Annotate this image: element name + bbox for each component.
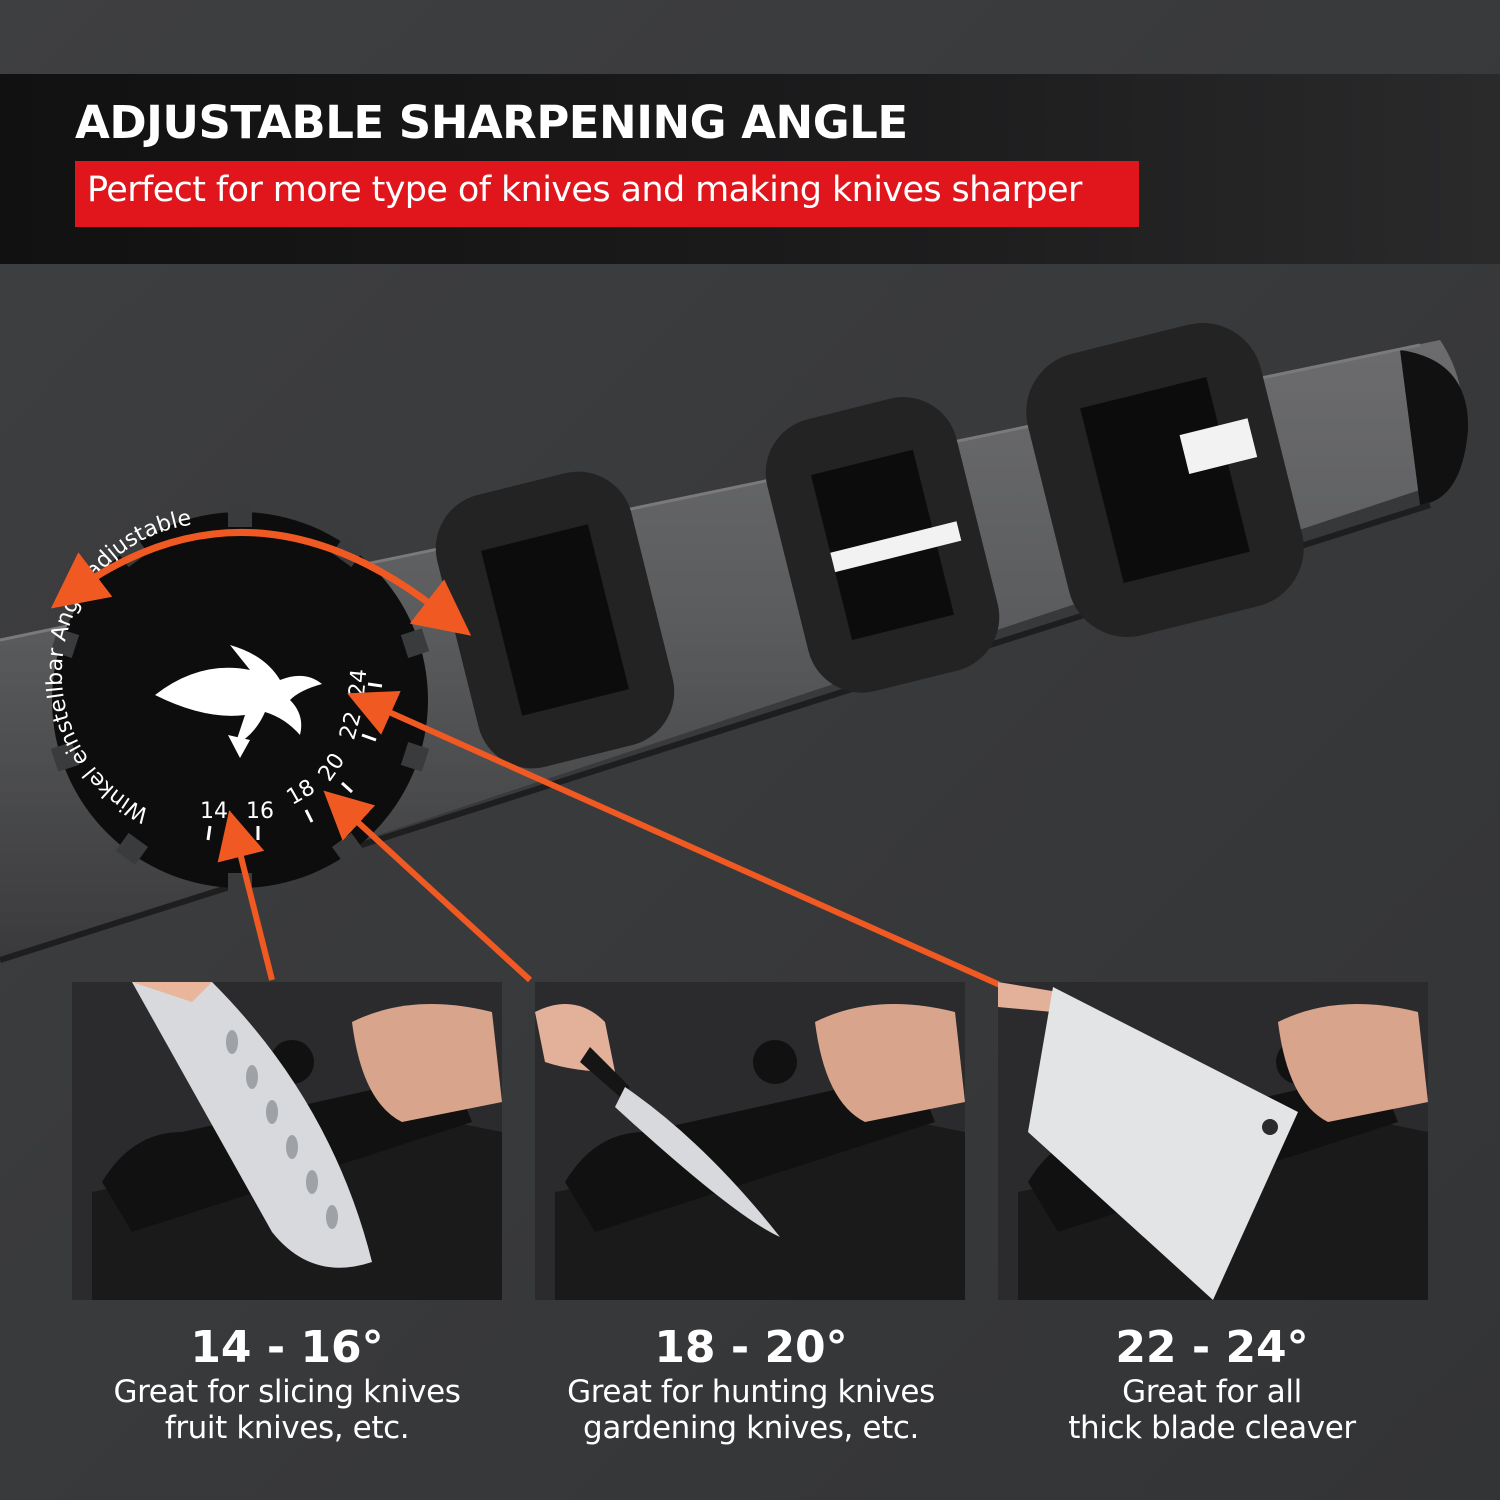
photo-panel-hunting-knife — [535, 982, 965, 1300]
double-arrow-icon — [50, 529, 472, 636]
option-caption-22-24: 22 - 24° Great for all thick blade cleav… — [982, 1322, 1442, 1446]
photo-panel-cleaver — [998, 982, 1428, 1300]
option-description-line: gardening knives, etc. — [583, 1410, 919, 1446]
pointer-arrow-icon — [217, 690, 1002, 988]
option-description-line: Great for all — [1122, 1374, 1302, 1410]
subtitle-banner: Perfect for more type of knives and maki… — [75, 161, 1139, 227]
angle-mark: 14 — [200, 799, 228, 824]
photo-panel-slicing-knife — [72, 982, 502, 1300]
option-angle: 22 - 24° — [1115, 1322, 1309, 1373]
option-description-line: Great for hunting knives — [567, 1374, 935, 1410]
option-description-line: fruit knives, etc. — [164, 1410, 410, 1446]
option-description-line: Great for slicing knives — [113, 1374, 461, 1410]
option-caption-18-20: 18 - 20° Great for hunting knives garden… — [521, 1322, 981, 1446]
page-title: ADJUSTABLE SHARPENING ANGLE — [75, 96, 908, 149]
option-description-line: thick blade cleaver — [1068, 1410, 1356, 1446]
shark-logo-icon — [155, 645, 322, 758]
option-angle: 14 - 16° — [190, 1322, 384, 1373]
option-caption-14-16: 14 - 16° Great for slicing knives fruit … — [57, 1322, 517, 1446]
option-angle: 18 - 20° — [654, 1322, 848, 1373]
angle-mark: 16 — [246, 799, 274, 824]
subtitle-text: Perfect for more type of knives and maki… — [87, 170, 1082, 210]
